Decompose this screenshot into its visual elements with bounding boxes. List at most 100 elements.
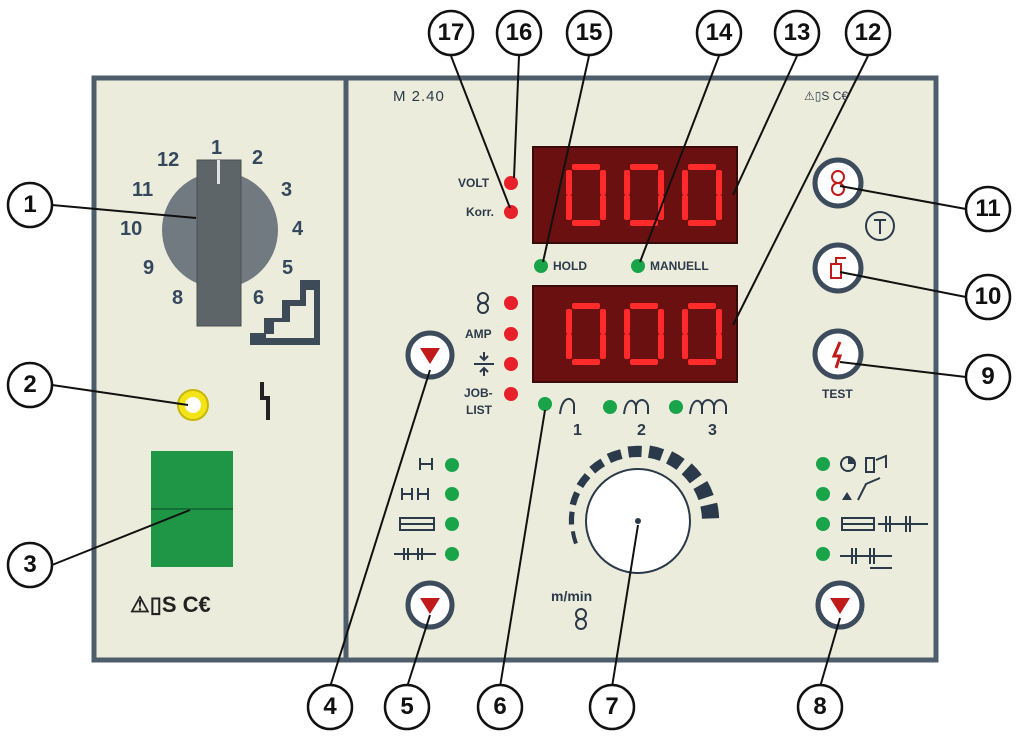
mode-interval-icon <box>394 548 436 560</box>
lower-display-digits <box>566 303 722 365</box>
upper-display <box>532 146 738 244</box>
dial-number: 6 <box>253 287 265 309</box>
wire-feed-led <box>504 296 518 310</box>
display-segment <box>716 309 722 334</box>
gas-pre-flow-led <box>816 457 830 471</box>
display-segment <box>600 170 606 195</box>
bottom-certification-marks: ⚠▯S C€ <box>130 592 211 617</box>
lower-display <box>532 285 738 383</box>
wire-speed-knob[interactable] <box>585 468 691 574</box>
m-min-label: m/min <box>551 588 593 604</box>
dial-number: 1 <box>211 137 223 159</box>
display-segment <box>716 195 722 220</box>
interval-pause-icon <box>840 548 892 569</box>
callout-label: 9 <box>981 363 995 390</box>
callout-label: 16 <box>505 19 533 46</box>
choke-3-icon <box>689 399 727 415</box>
volt-led <box>504 176 518 190</box>
callout-label: 4 <box>323 693 337 720</box>
hold-led <box>534 259 548 273</box>
scale-tick <box>589 458 606 474</box>
test-button[interactable] <box>812 328 864 380</box>
callout-label: 17 <box>437 19 465 46</box>
display-segment <box>682 309 688 334</box>
display-select-button[interactable] <box>405 330 455 380</box>
step-staircase-icon <box>250 280 320 345</box>
choke-3-number: 3 <box>708 422 717 439</box>
display-segment <box>688 164 716 170</box>
lightning-icon <box>260 382 270 420</box>
wire-speed-scale <box>568 445 720 545</box>
callout-label: 7 <box>605 693 619 720</box>
volt-label: VOLT <box>458 176 490 190</box>
scale-tick <box>568 511 575 525</box>
upper-display-digits <box>566 164 722 226</box>
display-segment <box>566 334 572 359</box>
dial-number: 10 <box>120 218 143 240</box>
display-segment <box>658 170 664 195</box>
callout-circles <box>6 9 1012 731</box>
test-label: TEST <box>822 387 853 401</box>
display-segment <box>624 195 630 220</box>
material-thickness-icon <box>474 352 494 376</box>
dial-number: 3 <box>281 179 293 201</box>
display-segment <box>624 334 630 359</box>
display-segment <box>630 359 658 365</box>
amp-label: AMP <box>465 327 492 341</box>
top-certification-marks: ⚠▯S C€ <box>804 89 849 103</box>
dial-number: 8 <box>172 287 184 309</box>
scale-tick <box>627 445 642 458</box>
callout-label: 6 <box>493 693 507 720</box>
display-segment <box>566 309 572 334</box>
scale-tick <box>569 491 581 506</box>
callout-label: 15 <box>575 19 603 46</box>
display-segment <box>682 195 688 220</box>
dial-number: 4 <box>292 218 304 240</box>
callout-label: 14 <box>705 19 733 46</box>
display-segment <box>572 220 600 226</box>
mode-select-button[interactable] <box>405 580 455 630</box>
scale-tick <box>700 502 720 519</box>
manuell-label: MANUELL <box>650 259 709 273</box>
wire-inching-button[interactable] <box>812 157 864 209</box>
main-switch[interactable] <box>151 451 233 567</box>
callout-label: 5 <box>400 693 414 720</box>
scale-tick <box>681 463 702 484</box>
display-segment <box>624 309 630 334</box>
time-select-button[interactable] <box>815 580 865 630</box>
display-segment <box>688 359 716 365</box>
mode-2-stroke-led <box>445 458 459 472</box>
mode-spot-icon <box>399 517 435 531</box>
manuell-led <box>631 259 645 273</box>
amp-led <box>504 327 518 341</box>
gas-test-button[interactable] <box>812 242 864 294</box>
callout-label: 8 <box>813 693 827 720</box>
choke-1-number: 1 <box>573 422 582 439</box>
timer-icon <box>865 211 895 241</box>
korr-label: Korr. <box>466 205 495 219</box>
display-segment <box>682 334 688 359</box>
display-segment <box>572 359 600 365</box>
display-segment <box>658 309 664 334</box>
display-segment <box>658 334 664 359</box>
choke-2-led <box>603 400 617 414</box>
burn-back-led <box>816 487 830 501</box>
wire-feed-speed-icon <box>575 608 587 630</box>
display-segment <box>630 220 658 226</box>
callout-label: 3 <box>23 551 37 578</box>
job-label: JOB- <box>464 386 493 400</box>
step-switch-knob[interactable] <box>162 159 278 327</box>
display-segment <box>682 170 688 195</box>
mains-indicator-lamp <box>177 389 209 421</box>
display-segment <box>716 170 722 195</box>
interval-pause-led <box>816 547 830 561</box>
callout-label: 11 <box>975 195 1001 222</box>
choke-3-led <box>669 400 683 414</box>
scale-tick <box>606 449 623 464</box>
dial-number: 11 <box>132 179 154 201</box>
scale-tick <box>647 445 665 461</box>
model-label: M 2.40 <box>393 88 445 105</box>
mode-2-stroke-icon <box>419 458 433 470</box>
display-segment <box>572 303 600 309</box>
